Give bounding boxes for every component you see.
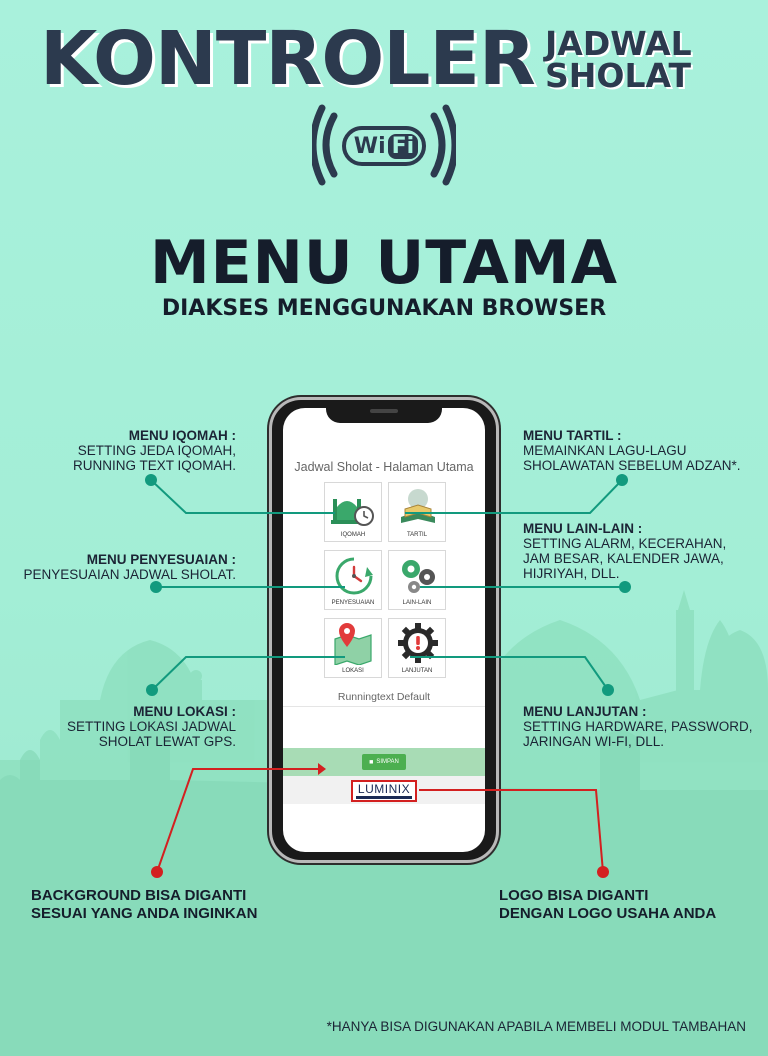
annotation-lain-lain-line: SETTING ALARM, KECERAHAN,	[523, 536, 727, 551]
annotation-iqomah-heading: MENU IQOMAH :	[128, 428, 236, 443]
annotation-iqomah-line: RUNNING TEXT IQOMAH.	[72, 458, 236, 473]
annotation-lain-lain-line: JAM BESAR, KALENDER JAWA,	[523, 551, 724, 566]
annotation-iqomah: MENU IQOMAH : SETTING JEDA IQOMAH, RUNNI…	[73, 428, 236, 473]
annotation-tartil-line: MEMAINKAN LAGU-LAGU	[523, 443, 687, 458]
callout-background: BACKGROUND BISA DIGANTI SESUAI YANG ANDA…	[31, 887, 257, 923]
divider	[283, 706, 485, 707]
annotation-lanjutan-line: JARINGAN WI-FI, DLL.	[523, 734, 665, 749]
save-icon: ■	[369, 758, 374, 766]
wifi-logo-wi: Wi	[353, 133, 386, 159]
annotation-iqomah-line: SETTING JEDA IQOMAH,	[77, 443, 236, 458]
tile-iqomah[interactable]: IQOMAH	[324, 482, 382, 542]
clock-adjust-icon	[335, 557, 373, 595]
annotation-lokasi-heading: MENU LOKASI :	[133, 704, 236, 719]
tile-label: LOKASI	[342, 668, 364, 674]
luminix-logo: LUMINIX	[351, 780, 417, 802]
callout-background-line: BACKGROUND BISA DIGANTI	[31, 887, 247, 904]
title-side-line2: SHOLAT	[545, 56, 691, 95]
callout-logo-line: LOGO BISA DIGANTI	[499, 887, 649, 904]
title-kontroler: KONTROLER	[40, 16, 536, 102]
tile-lanjutan[interactable]: LANJUTAN	[388, 618, 446, 678]
mosque-clock-icon	[331, 499, 374, 526]
annotation-penyesuaian-line: PENYESUAIAN JADWAL SHOLAT.	[23, 567, 236, 582]
gear-alert-icon	[398, 623, 438, 663]
annotation-lain-lain: MENU LAIN-LAIN : SETTING ALARM, KECERAHA…	[523, 521, 726, 581]
annotation-penyesuaian-heading: MENU PENYESUAIAN :	[86, 552, 236, 567]
annotation-lanjutan: MENU LANJUTAN : SETTING HARDWARE, PASSWO…	[523, 704, 753, 749]
tile-lain-lain[interactable]: LAIN-LAIN	[388, 550, 446, 610]
save-button[interactable]: ■ SIMPAN	[362, 754, 406, 770]
annotation-lain-lain-line: HIJRIYAH, DLL.	[523, 566, 620, 581]
logo-strip	[356, 796, 412, 799]
app-page-title: Jadwal Sholat - Halaman Utama	[294, 460, 474, 474]
callout-logo-line: DENGAN LOGO USAHA ANDA	[499, 905, 717, 922]
annotation-lokasi: MENU LOKASI : SETTING LOKASI JADWAL SHOL…	[67, 704, 236, 749]
wifi-logo-fi: Fi	[387, 133, 419, 159]
callout-background-line: SESUAI YANG ANDA INGINKAN	[31, 905, 258, 922]
tile-label: PENYESUAIAN	[331, 600, 375, 606]
tile-tartil[interactable]: TARTIL	[388, 482, 446, 542]
tile-penyesuaian[interactable]: PENYESUAIAN	[324, 550, 382, 610]
annotation-lanjutan-heading: MENU LANJUTAN :	[523, 704, 647, 719]
save-button-label: SIMPAN	[376, 759, 399, 765]
annotation-lain-lain-heading: MENU LAIN-LAIN :	[523, 521, 643, 536]
annotation-lanjutan-line: SETTING HARDWARE, PASSWORD,	[523, 719, 753, 734]
annotation-lokasi-line: SHOLAT LEWAT GPS.	[98, 734, 236, 749]
annotation-penyesuaian: MENU PENYESUAIAN : PENYESUAIAN JADWAL SH…	[23, 552, 236, 582]
annotation-tartil-heading: MENU TARTIL :	[523, 428, 622, 443]
wifi-icon	[312, 104, 456, 186]
tile-lokasi[interactable]: LOKASI	[324, 618, 382, 678]
footnote: *HANYA BISA DIGUNAKAN APABILA MEMBELI MO…	[326, 1019, 746, 1034]
callout-logo: LOGO BISA DIGANTI DENGAN LOGO USAHA ANDA	[499, 887, 716, 923]
annotation-lokasi-line: SETTING LOKASI JADWAL	[66, 719, 236, 734]
map-pin-icon	[334, 623, 372, 665]
running-text-field[interactable]: Runningtext Default	[337, 691, 431, 703]
tile-label: TARTIL	[406, 532, 428, 538]
title-side-line1: JADWAL	[545, 24, 692, 63]
phone-notch	[326, 401, 442, 423]
tile-label: LAIN-LAIN	[402, 600, 432, 606]
logo-text: LUMINIX	[357, 782, 411, 796]
title-jadwal-sholat: JADWAL SHOLAT	[545, 24, 692, 95]
gears-icon	[402, 560, 435, 593]
annotation-tartil: MENU TARTIL : MEMAINKAN LAGU-LAGU SHOLAW…	[523, 428, 741, 473]
annotation-tartil-line: SHOLAWATAN SEBELUM ADZAN*.	[523, 458, 741, 473]
tile-label: IQOMAH	[340, 532, 366, 538]
menu-utama-subtitle: DIAKSES MENGGUNAKAN BROWSER	[161, 296, 607, 321]
menu-utama-title: MENU UTAMA	[149, 228, 619, 298]
quran-icon	[401, 489, 435, 523]
tile-label: LANJUTAN	[401, 668, 433, 674]
